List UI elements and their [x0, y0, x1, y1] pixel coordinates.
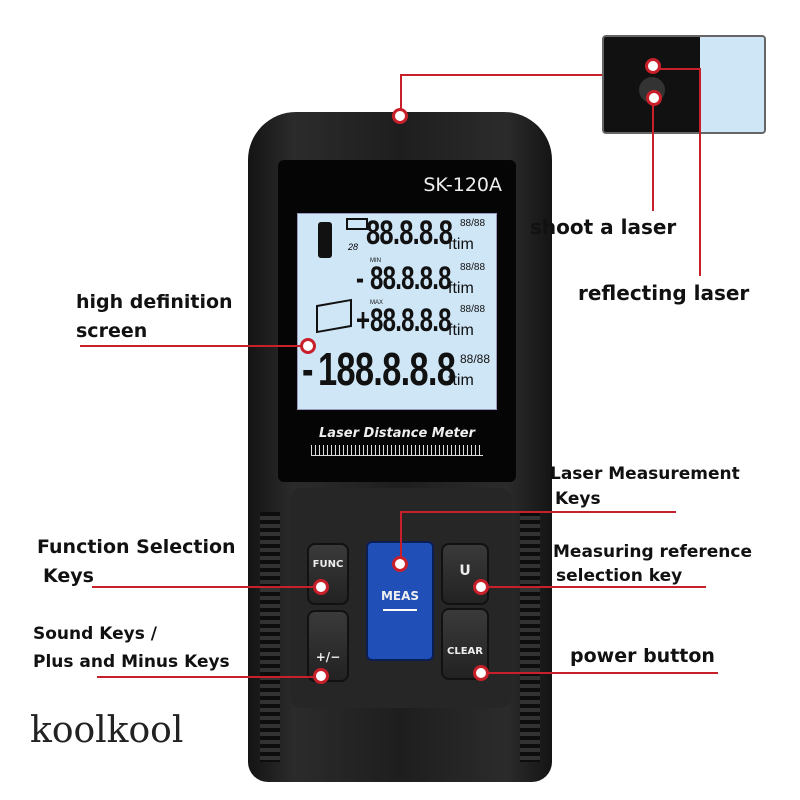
lcd-row-3: MAX + 88.8.8.8 88/88 ftim [356, 300, 486, 339]
label-reference-key-2: selection key [556, 566, 683, 586]
label-power-button: power button [570, 645, 715, 667]
laser-window-inset [602, 35, 766, 134]
annotation-dot [473, 579, 489, 595]
annotation-dot [300, 338, 316, 354]
label-function-keys-1: Function Selection [37, 536, 236, 558]
lcd-screen: 28 88.8.8.8 88/88 ftim MIN - 88.8.8.8 88… [297, 213, 497, 410]
label-sound-keys-1: Sound Keys / [33, 624, 157, 644]
lcd-row-2: MIN - 88.8.8.8 88/88 ftim [356, 258, 486, 297]
laser-icon [383, 609, 417, 611]
lcd-row-main: - 188.8.8.8 88/88 ftim [302, 343, 491, 395]
label-function-keys-2: Keys [43, 565, 94, 587]
annotation-dot [313, 668, 329, 684]
screen-bezel: SK-120A 28 88.8.8.8 88/88 ftim MIN - 88.… [278, 160, 516, 482]
device-icon [318, 222, 332, 258]
label-sound-keys-2: Plus and Minus Keys [33, 652, 230, 672]
label-screen-2: screen [76, 320, 148, 342]
lcd-row-1: 88.8.8.8 88/88 ftim [366, 214, 486, 253]
annotation-dot [392, 108, 408, 124]
watermark: koolkool [30, 710, 184, 751]
annotation-dot [645, 58, 661, 74]
label-reference-key-1: Measuring reference [553, 542, 753, 562]
annotation-dot [313, 579, 329, 595]
brand-text: Laser Distance Meter [318, 426, 476, 441]
label-reflecting-laser: reflecting laser [578, 281, 750, 305]
func-button[interactable]: FUNC [307, 543, 349, 605]
model-name: SK-120A [423, 174, 502, 196]
ruler-scale [311, 445, 483, 456]
label-shoot-laser: shoot a laser [530, 215, 677, 239]
label-laser-keys-2: Keys [555, 489, 601, 509]
annotation-dot [392, 556, 408, 572]
temperature-value: 28 [348, 242, 359, 252]
reference-button[interactable]: U [441, 543, 489, 605]
annotation-dot [473, 665, 489, 681]
label-screen-1: high definition [76, 291, 233, 313]
label-laser-keys-1: Laser Measurement [550, 464, 740, 484]
annotation-dot [646, 90, 662, 106]
battery-icon [346, 218, 368, 230]
